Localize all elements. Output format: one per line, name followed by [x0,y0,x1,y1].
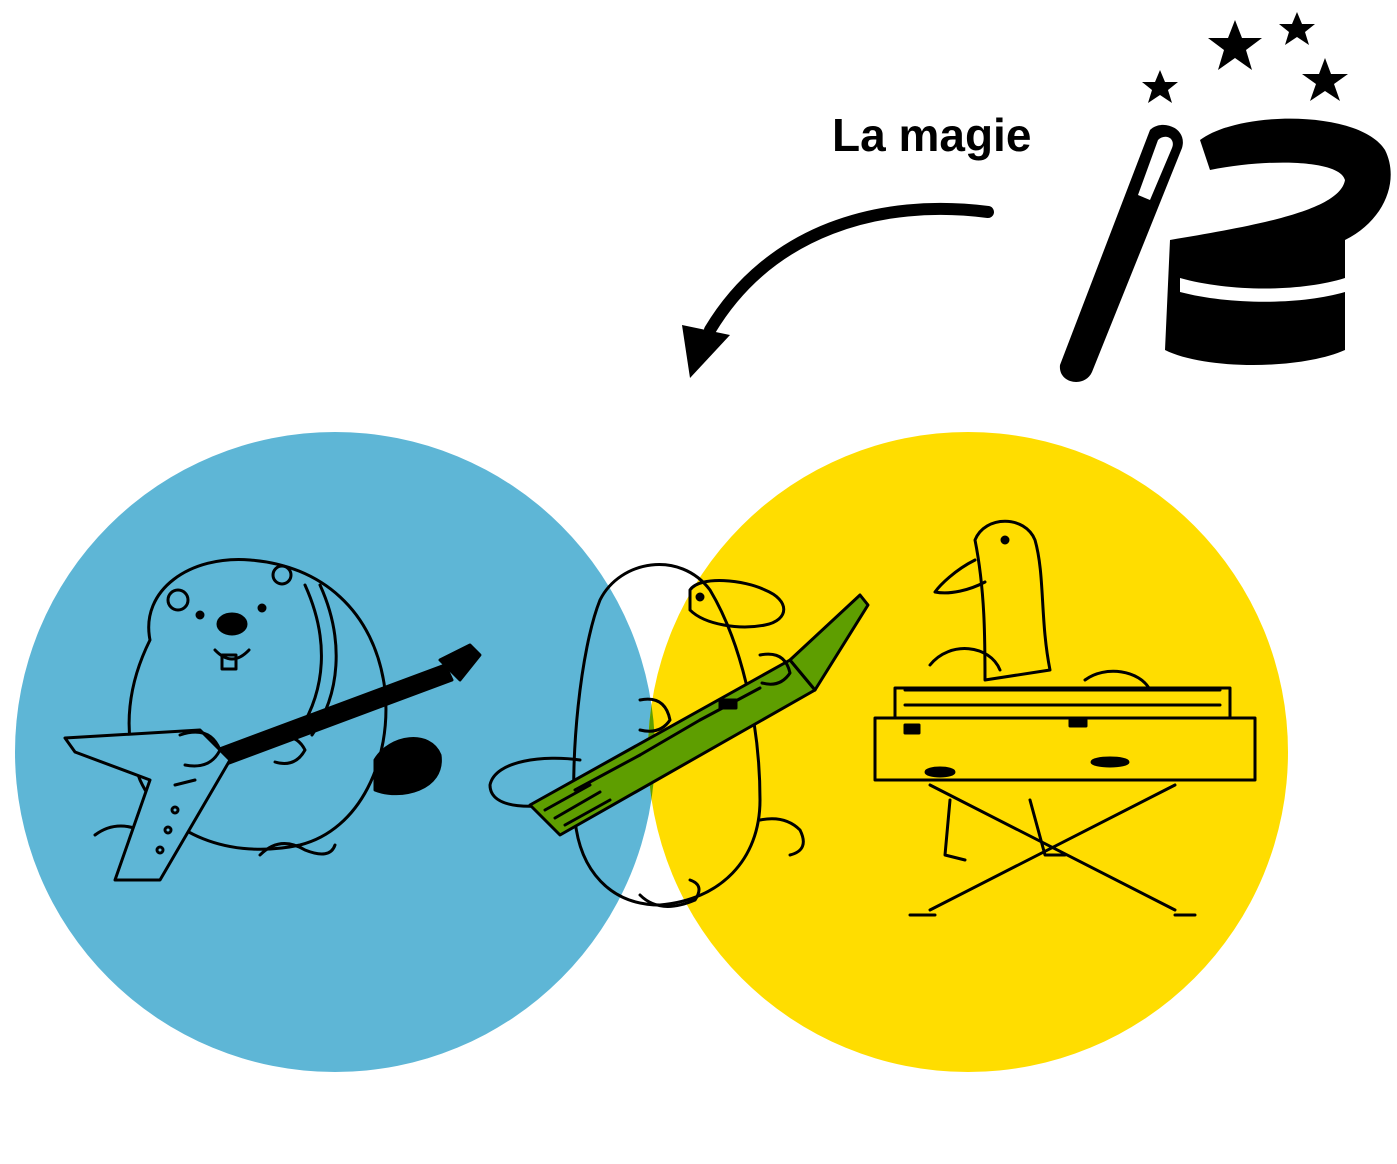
magic-label: La magie [832,109,1032,161]
curved-arrow-icon [682,202,994,378]
duck-keyboard-icon [873,519,1257,917]
beaver-guitar-icon [63,558,482,882]
magic-hat-wand-icon [1059,12,1391,382]
platypus-keytar-icon [488,563,870,908]
